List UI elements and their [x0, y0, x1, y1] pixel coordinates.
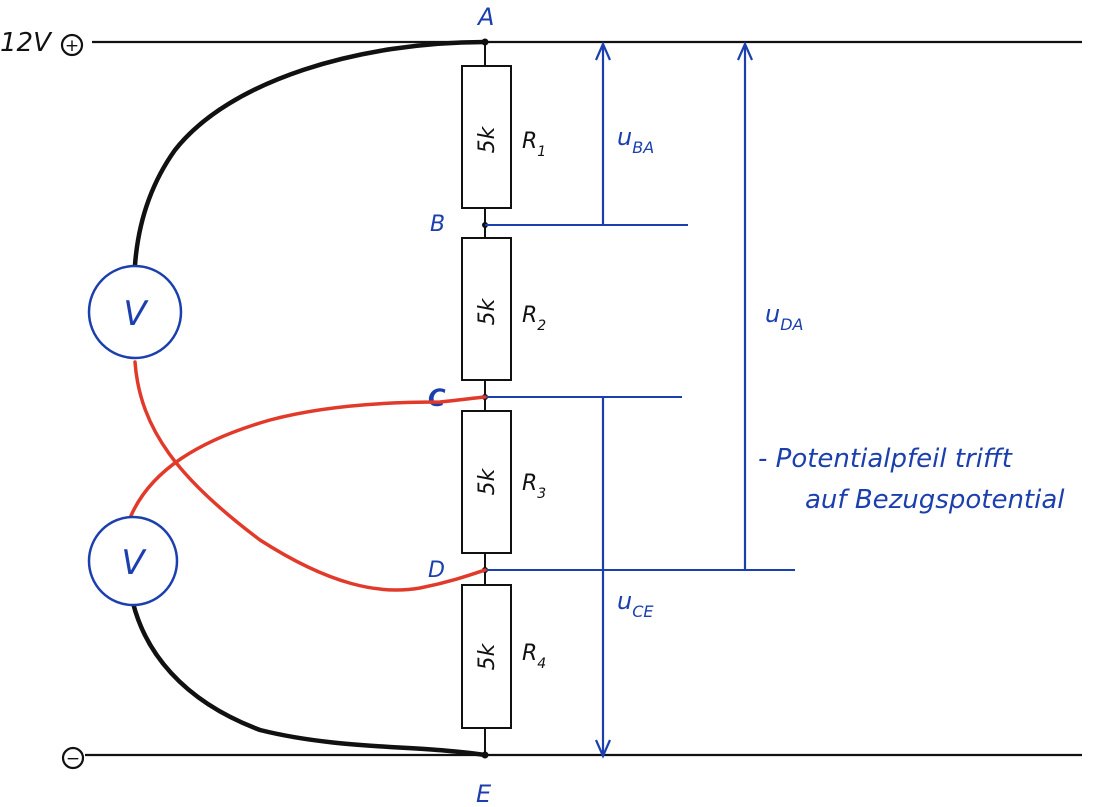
voltmeter-2: V [87, 515, 179, 607]
potential-lines [485, 224, 795, 571]
node-label-b: B [430, 212, 445, 237]
resistor-r1-value: 5k [475, 125, 500, 153]
plus-terminal-symbol: + [65, 36, 79, 56]
resistor-r4-value: 5k [475, 642, 500, 670]
voltmeter-2-wire-e [130, 600, 488, 758]
resistor-r4: 5k R4 [461, 584, 546, 729]
voltage-arrow-uce [594, 397, 612, 759]
resistor-r1: 5k R1 [461, 65, 546, 209]
resistor-r3-value: 5k [475, 467, 500, 495]
resistor-r2-label: R2 [522, 303, 546, 334]
resistor-r4-label: R4 [522, 641, 546, 672]
voltmeter-1-wire-d [133, 360, 487, 592]
node-label-a: A [476, 3, 494, 31]
resistor-r3-label: R3 [522, 471, 546, 502]
resistor-r2: 5k R2 [461, 237, 546, 381]
resistor-r1-label: R1 [522, 129, 546, 160]
supply-voltage-label: 12V [0, 28, 53, 58]
minus-terminal-symbol: − [66, 749, 80, 769]
voltage-arrow-uba [594, 41, 612, 225]
voltage-arrow-uda [736, 41, 754, 570]
resistor-r3: 5k R3 [461, 410, 546, 554]
voltage-label-uce: uCE [617, 587, 654, 621]
voltmeter-1: V [87, 264, 183, 360]
resistor-r2-value: 5k [475, 297, 500, 325]
voltage-label-uda: uDA [765, 300, 803, 334]
voltmeter-1-wire-a [132, 39, 488, 268]
node-label-e: E [476, 780, 492, 807]
note-line-1: - Potentialpfeil trifft [758, 444, 1013, 474]
voltage-label-uba: uBA [617, 123, 654, 157]
node-label-d: D [428, 558, 445, 583]
node-label-c: C [428, 384, 446, 412]
minus-terminal: − [61, 746, 85, 770]
voltmeter-2-symbol: V [121, 543, 147, 583]
voltmeter-1-symbol: V [123, 294, 149, 334]
voltmeter-2-wire-c [128, 395, 487, 520]
note-line-2: auf Bezugspotential [805, 485, 1065, 515]
plus-terminal: + [60, 33, 84, 57]
